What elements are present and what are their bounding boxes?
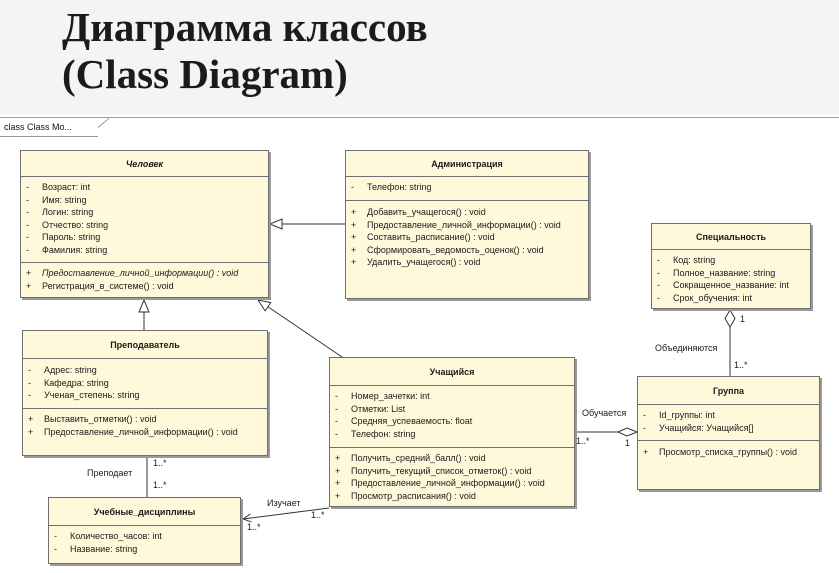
operation-row: +Удалить_учащегося() : void (351, 257, 481, 267)
operation-row: +Сформировать_ведомость_оценок() : void (351, 244, 544, 255)
title-line-1: Диаграмма классов (62, 4, 428, 50)
attribute-row: -Пароль: string (26, 232, 101, 242)
operation-row: +Предоставление_личной_информации() : vo… (26, 268, 239, 278)
attribute-row: -Ученая_степень: string (28, 390, 140, 400)
attribute-row: -Отметки: List (335, 403, 406, 414)
attribute-row: -Телефон: string (335, 428, 416, 439)
aggregation-diamond-spetsialnost (724, 309, 736, 328)
mult-uchashchiysya: 1..* (576, 436, 590, 446)
operation-row: +Просмотр_списка_группы() : void (643, 447, 798, 457)
operation-row: +Добавить_учащегося() : void (351, 207, 486, 217)
class-administratsiya[interactable]: Администрация -Телефон: string +Добавить… (345, 150, 589, 299)
mult-gruppa-top: 1..* (734, 360, 748, 370)
class-name: Администрация (346, 151, 588, 177)
operation-row: +Предоставление_личной_информации() : vo… (335, 478, 545, 488)
class-prepodavatel[interactable]: Преподаватель -Адрес: string -Кафедра: s… (22, 330, 268, 456)
attribute-row: -Сокращенное_название: int (657, 280, 789, 290)
operation-row: +Составить_расписание() : void (351, 232, 495, 242)
class-name: Группа (638, 377, 819, 405)
class-gruppa[interactable]: Группа -Id_группы: int -Учащийся: Учащий… (637, 376, 820, 490)
mult-discipliny-right: 1..* (247, 522, 261, 532)
attribute-row: -Кафедра: string (28, 377, 109, 388)
label-obuchaetsya: Обучается (582, 408, 627, 418)
class-uchashchiysya[interactable]: Учащийся -Номер_зачетки: int -Отметки: L… (329, 357, 575, 507)
operation-row: +Получить_средний_балл() : void (335, 453, 486, 463)
frame-top-border (0, 117, 839, 118)
attribute-row: -Адрес: string (28, 365, 97, 375)
attribute-row: -Полное_название: string (657, 267, 776, 278)
title-line-2: (Class Diagram) (62, 51, 348, 97)
operation-row: +Предоставление_личной_информации() : vo… (351, 219, 561, 230)
attribute-row: -Логин: string (26, 207, 94, 217)
class-name: Специальность (652, 224, 810, 250)
operation-row: +Получить_текущий_список_отметок() : voi… (335, 465, 532, 476)
class-discipliny[interactable]: Учебные_дисциплины -Количество_часов: in… (48, 497, 241, 564)
attribute-row: -Код: string (657, 255, 716, 265)
label-prepodaet: Преподает (87, 468, 133, 478)
attribute-row: -Срок_обучения: int (657, 292, 752, 303)
operation-row: +Предоставление_личной_информации() : vo… (28, 426, 238, 437)
class-name: Человек (21, 151, 268, 177)
attribute-row: -Имя: string (26, 194, 87, 205)
attribute-row: -Id_группы: int (643, 410, 715, 420)
attribute-row: -Название: string (54, 543, 138, 554)
generalization-uchashchiysya (258, 300, 343, 358)
mult-prepodavatel: 1..* (153, 458, 167, 468)
attribute-row: -Фамилия: string (26, 244, 108, 255)
mult-uchashchiysya-izuchaet: 1..* (311, 510, 325, 520)
slide-title: Диаграмма классов (Class Diagram) (62, 4, 428, 98)
operation-row: +Выставить_отметки() : void (28, 414, 157, 424)
class-chelovek[interactable]: Человек -Возраст: int -Имя: string -Логи… (20, 150, 269, 298)
attribute-row: -Телефон: string (351, 182, 432, 192)
class-name: Учащийся (330, 358, 574, 386)
attribute-row: -Учащийся: Учащийся[] (643, 422, 754, 433)
attribute-row: -Номер_зачетки: int (335, 391, 430, 401)
association-izuchaet (243, 507, 330, 519)
class-name: Преподаватель (23, 331, 267, 359)
label-obedinyayutsya: Объединяются (655, 343, 718, 353)
attribute-row: -Отчество: string (26, 219, 109, 230)
class-name: Учебные_дисциплины (49, 498, 240, 526)
mult-spetsialnost: 1 (740, 314, 746, 324)
attribute-row: -Средняя_успеваемость: float (335, 416, 473, 426)
attribute-row: -Количество_часов: int (54, 531, 162, 541)
frame-tab-border (0, 136, 98, 137)
frame-tab: class Class Mo... (4, 122, 73, 132)
attribute-row: -Возраст: int (26, 182, 91, 192)
operation-row: +Регистрация_в_системе() : void (26, 280, 174, 291)
mult-discipliny-top: 1..* (153, 480, 167, 490)
aggregation-diamond-gruppa (616, 427, 639, 437)
label-izuchaet: Изучает (267, 498, 301, 508)
class-spetsialnost[interactable]: Специальность -Код: string -Полное_назва… (651, 223, 811, 309)
mult-gruppa: 1 (625, 438, 631, 448)
operation-row: +Просмотр_расписания() : void (335, 490, 476, 501)
